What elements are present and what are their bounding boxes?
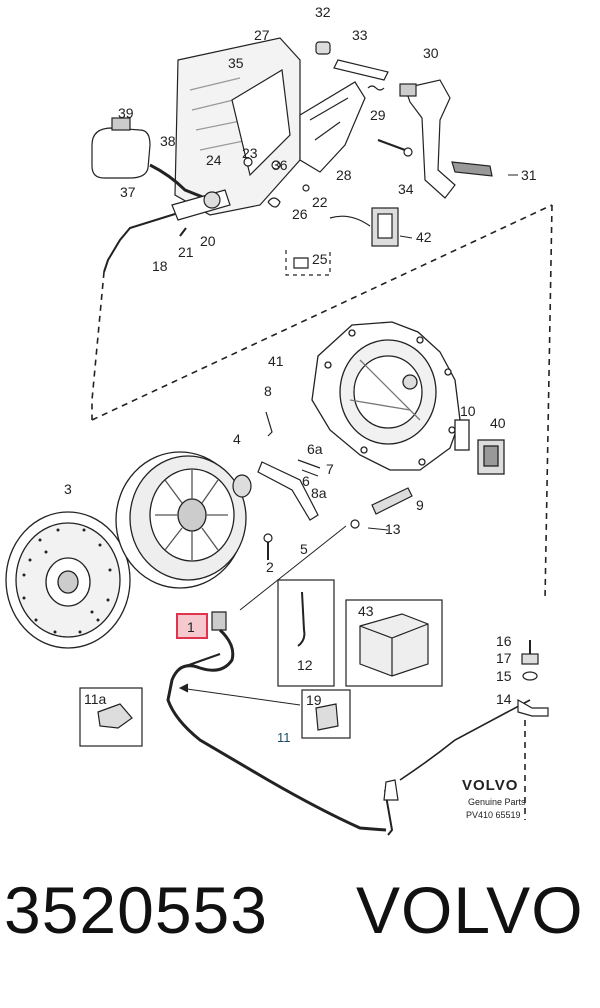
callout-8: 8: [264, 383, 272, 399]
callout-30: 30: [423, 45, 439, 61]
dashed-connectors: [91, 204, 553, 820]
callout-19: 19: [306, 692, 322, 708]
volvo-branding: VOLVO Genuine Parts PV410 65519: [462, 777, 526, 820]
callout-33: 33: [352, 27, 368, 43]
callout-23: 23: [242, 145, 258, 161]
callout-11a: 11a: [84, 691, 107, 707]
callout-10: 10: [460, 403, 476, 419]
callout-11: 11: [277, 730, 291, 745]
callout-6: 6: [302, 473, 310, 489]
callout-16: 16: [496, 633, 512, 649]
callout-3: 3: [64, 481, 72, 497]
callout-17: 17: [496, 650, 512, 666]
callout-37: 37: [120, 184, 136, 200]
callout-32: 32: [315, 4, 331, 20]
callout-24: 24: [206, 152, 222, 168]
brand-doc-code: PV410 65519: [466, 810, 521, 820]
callout-25: 25: [312, 251, 328, 267]
callout-35: 35: [228, 55, 244, 71]
pedal-assembly: [91, 37, 493, 273]
part-number: 3520553: [4, 873, 268, 947]
release-parts: [211, 411, 413, 631]
callout-36: 36: [272, 157, 288, 173]
callout-5: 5: [300, 541, 308, 557]
highlighted-part-box: [176, 613, 208, 639]
brand-genuine-parts: Genuine Parts: [468, 797, 526, 807]
callout-38: 38: [160, 133, 176, 149]
clutch-disc: [5, 511, 131, 649]
hydraulic-hose: [166, 628, 531, 836]
callout-4: 4: [233, 431, 241, 447]
clutch-housing: [311, 321, 505, 475]
callout-40: 40: [490, 415, 506, 431]
callout-numbers: 32 27 33 30 35 29 39 38 23 24 36 28 31 3…: [64, 4, 537, 745]
callout-21: 21: [178, 244, 194, 260]
callout-8a: 8a: [311, 485, 327, 501]
callout-29: 29: [370, 107, 386, 123]
callout-6a: 6a: [307, 441, 323, 457]
callout-26: 26: [292, 206, 308, 222]
callout-28: 28: [336, 167, 352, 183]
callout-22: 22: [312, 194, 328, 210]
callout-34: 34: [398, 181, 414, 197]
callout-13: 13: [385, 521, 401, 537]
callout-27: 27: [254, 27, 270, 43]
callout-14: 14: [496, 691, 512, 707]
callout-39: 39: [118, 105, 134, 121]
callout-41: 41: [268, 353, 284, 369]
dashed-box-25: [285, 250, 331, 276]
callout-31: 31: [521, 167, 537, 183]
callout-7: 7: [326, 461, 334, 477]
callout-1: 1: [187, 619, 195, 635]
boxed-parts: [79, 579, 549, 747]
leader-lines: [178, 174, 518, 706]
callout-12: 12: [297, 657, 313, 673]
callout-42: 42: [416, 229, 432, 245]
callout-9: 9: [416, 497, 424, 513]
callout-18: 18: [152, 258, 168, 274]
callout-43: 43: [358, 603, 374, 619]
brand-logo-text: VOLVO: [462, 777, 518, 794]
exploded-parts-diagram: 32 27 33 30 35 29 39 38 23 24 36 28 31 3…: [5, 4, 553, 836]
callout-20: 20: [200, 233, 216, 249]
callout-2: 2: [266, 559, 274, 575]
pressure-plate: [115, 451, 247, 589]
box-part-12: [277, 579, 335, 687]
callout-15: 15: [496, 668, 512, 684]
brand-name: VOLVO: [356, 873, 584, 947]
